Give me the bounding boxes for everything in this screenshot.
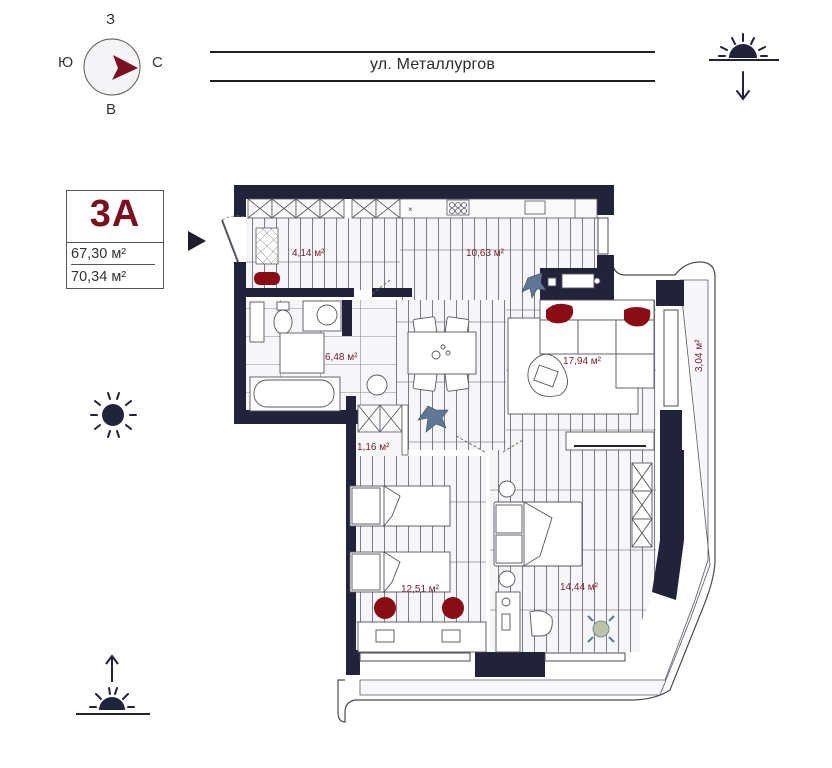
toilet-icon <box>273 309 293 335</box>
entry-door <box>221 219 239 263</box>
wardrobe-cabinets <box>247 198 401 219</box>
area-label-master-bedroom: 14,44 м² <box>560 582 599 593</box>
area-label-bathroom: 6,48 м² <box>325 352 358 363</box>
sunrise-icon <box>76 654 150 715</box>
area-label-hallway: 4,14 м² <box>292 248 325 259</box>
total-area: 70,34 м² <box>71 269 127 285</box>
balcony-outline <box>337 261 716 723</box>
sink-icon <box>524 200 546 215</box>
bathtub-icon <box>253 379 335 408</box>
bath-mat <box>279 332 325 374</box>
entrance-arrow-icon <box>188 231 206 251</box>
hallway-pouf <box>254 272 280 285</box>
bathroom-fixtures <box>249 300 388 412</box>
dining-table <box>407 316 477 392</box>
plant-icon <box>417 405 449 433</box>
area-label-kitchen: 10,63 м² <box>466 248 505 259</box>
badge-divider <box>71 264 155 265</box>
windows <box>359 217 679 662</box>
street-line-bottom <box>210 80 655 82</box>
area-label-closet: 1,16 м² <box>357 442 390 453</box>
closet-cabinets <box>357 404 409 456</box>
master-bedroom-furniture <box>493 462 653 653</box>
hallway-rug <box>255 227 279 265</box>
compass: З Ю С В <box>50 5 180 120</box>
living-area: 67,30 м² <box>71 246 127 262</box>
street-name: ул. Металлургов <box>369 56 496 73</box>
area-label-living-room: 17,94 м² <box>563 356 602 367</box>
apartment-badge: 3А 67,30 м² 70,34 м² <box>66 190 164 289</box>
pillow-left <box>546 303 574 324</box>
walls <box>234 185 684 677</box>
compass-south-label: Ю <box>58 54 74 71</box>
pillow-right <box>624 307 651 327</box>
sun-icon <box>90 392 137 438</box>
compass-west-label: З <box>106 11 116 28</box>
apartment-code: 3А <box>89 193 141 235</box>
compass-east-label: В <box>106 101 117 118</box>
washbasin-icon <box>366 374 388 396</box>
sunset-icon <box>709 33 779 101</box>
street-line-top <box>210 51 655 53</box>
living-room-furniture <box>507 273 655 451</box>
compass-icon <box>83 38 141 96</box>
svg-text:×: × <box>408 205 413 214</box>
room-labels: 4,14 м² 10,63 м² 6,48 м² 17,94 м² 3,04 м… <box>292 248 705 595</box>
door-swings <box>371 279 524 453</box>
area-label-kids-bedroom: 12,51 м² <box>401 584 440 595</box>
kitchen-counter: × <box>399 198 598 219</box>
chair-left <box>374 597 396 619</box>
plant-icon <box>521 272 547 299</box>
kids-bedroom-furniture <box>349 485 487 653</box>
badge-divider <box>67 242 163 243</box>
chair-right <box>442 597 464 619</box>
area-label-balcony: 3,04 м² <box>694 339 705 372</box>
entry-door-swing <box>221 215 247 221</box>
plant-icon <box>587 615 615 643</box>
balcony-floor <box>359 279 711 696</box>
compass-north-label: С <box>152 54 163 71</box>
